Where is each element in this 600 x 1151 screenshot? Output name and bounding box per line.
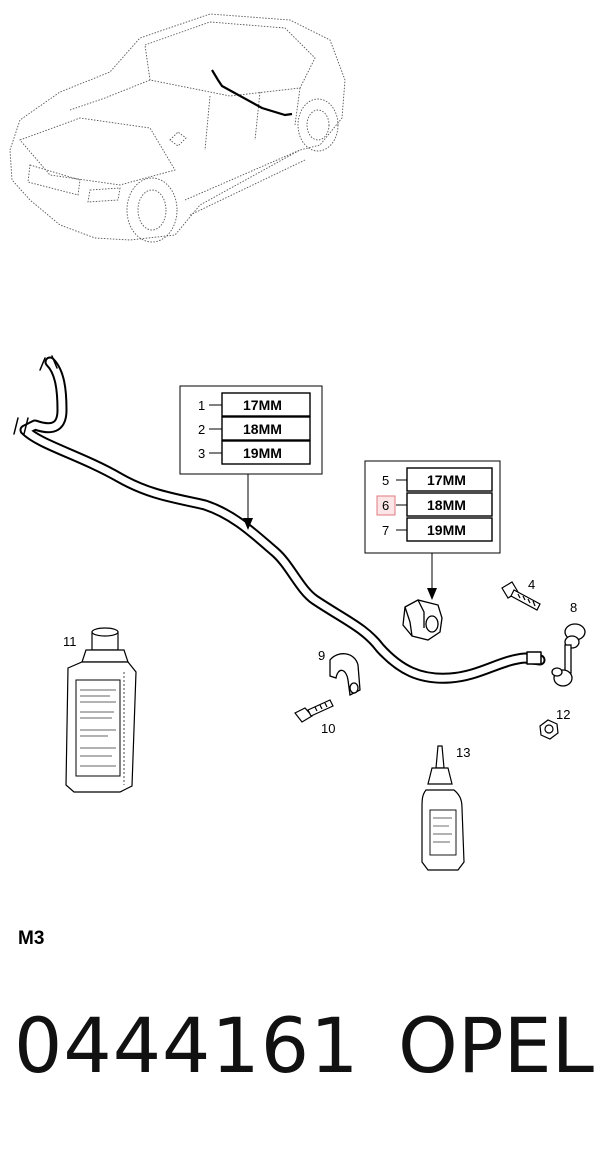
car-illustration — [9, 13, 346, 243]
adhesive-bottle-illustration — [421, 745, 465, 871]
callout-4: 4 — [528, 577, 535, 592]
size-value-6: 18MM — [427, 497, 466, 513]
callout-8: 8 — [570, 600, 577, 615]
size-value-7: 19MM — [427, 522, 466, 538]
nut-illustration — [539, 719, 559, 740]
size-value-2: 18MM — [243, 421, 282, 437]
brand-name: OPEL — [398, 1001, 595, 1090]
callout-10: 10 — [321, 721, 335, 736]
car-stabilizer-indicator — [211, 69, 293, 117]
part-number: 0444161 — [14, 1001, 360, 1090]
ref-label-2: 2 — [198, 422, 205, 437]
size-value-1: 17MM — [243, 397, 282, 413]
bushing-illustration — [402, 599, 443, 641]
clamp-illustration — [329, 653, 361, 696]
size-value-5: 17MM — [427, 472, 466, 488]
link-rod-illustration — [551, 623, 586, 687]
callout-13: 13 — [456, 745, 470, 760]
callout-9: 9 — [318, 648, 325, 663]
ref-label-5: 5 — [382, 473, 389, 488]
ref-label-3: 3 — [198, 446, 205, 461]
ref-label-6: 6 — [382, 498, 389, 513]
ref-label-7: 7 — [382, 523, 389, 538]
size-table-b: 5 6 7 17MM 18MM 19MM — [364, 460, 501, 600]
ref-label-1: 1 — [198, 398, 205, 413]
highlight-marker — [376, 495, 396, 516]
flange-bolt-illustration — [294, 699, 334, 723]
callout-11: 11 — [63, 634, 77, 649]
fluid-bottle-illustration — [65, 627, 137, 793]
section-code: M3 — [18, 928, 45, 949]
stabilizer-bar — [13, 355, 546, 684]
bolt-illustration — [501, 581, 541, 611]
callout-12: 12 — [556, 707, 570, 722]
size-table-a: 1 2 3 17MM 18MM 19MM — [179, 385, 323, 530]
size-value-3: 19MM — [243, 445, 282, 461]
